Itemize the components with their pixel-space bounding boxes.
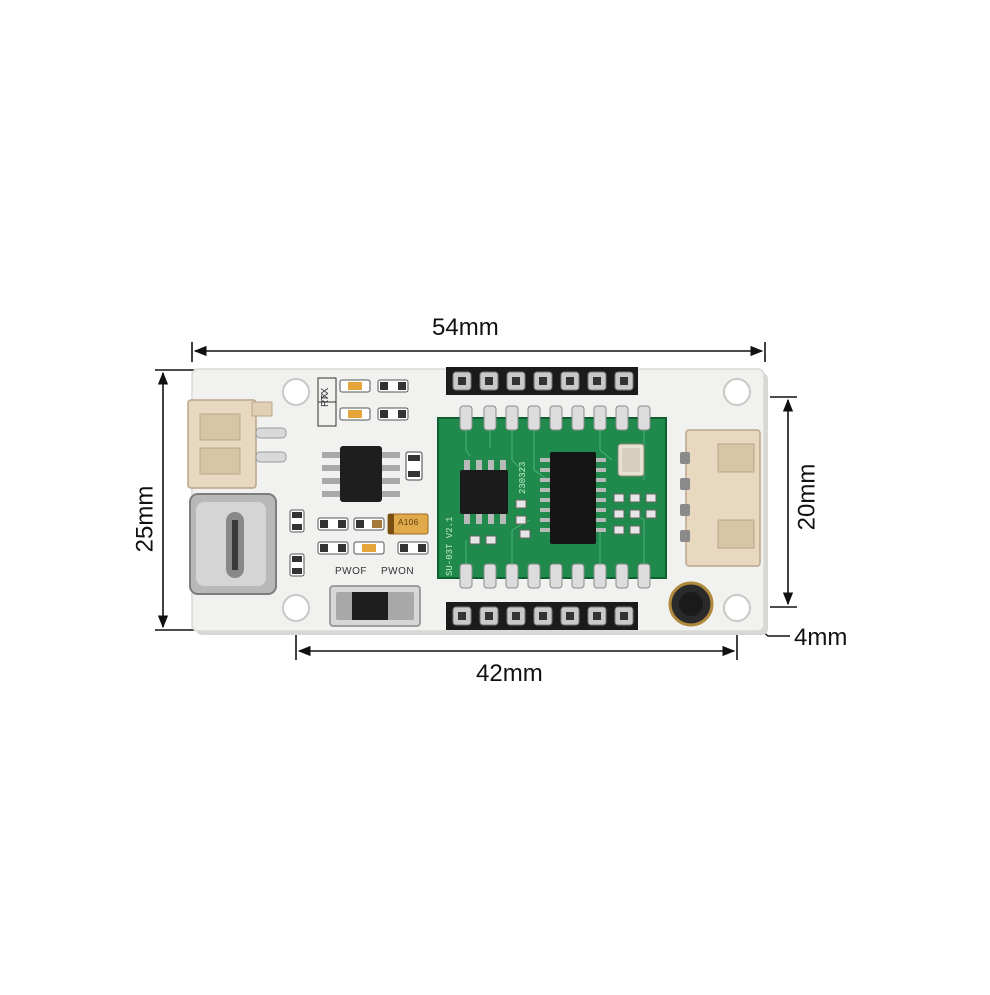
mount-hole-bottom-left [282,594,310,622]
jst-2pin-slot-2 [199,447,241,475]
module-main-ic [550,452,596,544]
jst-2pin-body [187,399,257,489]
rx-tx-silkscreen [317,377,337,427]
mounting-holes [282,378,751,622]
module-code-text: 230323 [518,461,528,494]
usb-c-connector [189,493,277,595]
amplifier-ic-body [340,446,382,502]
silkscreen-tx-label: TX [320,387,331,401]
dimension-connector-height: 20mm [793,463,821,531]
jst-2pin-pin-2 [255,451,287,463]
voice-module [437,405,667,589]
module-label-text: SU-03T V2.1 [445,516,455,576]
jst-2pin-tab [251,401,273,417]
jst-4pin-slot-1 [717,443,755,473]
jst-2pin-connector [187,399,287,489]
mount-hole-top-left [282,378,310,406]
tantalum-code-text: A106 [398,518,419,527]
module-small-ic [460,470,508,514]
pin-header-top [446,367,638,395]
jst-4pin-connector [680,429,761,567]
usb-c-tongue [232,520,238,570]
silkscreen-pwon-label: PWON [381,566,415,577]
mount-hole-top-right [723,378,751,406]
power-switch [329,585,421,627]
jst-4pin-slot-2 [717,519,755,549]
amplifier-ic [322,446,400,502]
dimension-hole-offset: 4mm [794,624,848,651]
jst-2pin-pin-1 [255,427,287,439]
pin-header-bottom [446,602,638,630]
silkscreen-pwof-label: PWOF [335,566,367,577]
mount-hole-bottom-right [723,594,751,622]
pcb-board [187,367,768,635]
microphone [668,581,714,627]
dimension-height-total: 25mm [131,485,159,553]
jst-2pin-slot-1 [199,413,241,441]
dimension-width-total: 54mm [432,314,499,341]
tantalum-capacitor [387,513,429,535]
power-switch-knob [352,592,388,620]
status-leds [339,379,409,421]
dimension-hole-spacing: 42mm [476,660,543,687]
